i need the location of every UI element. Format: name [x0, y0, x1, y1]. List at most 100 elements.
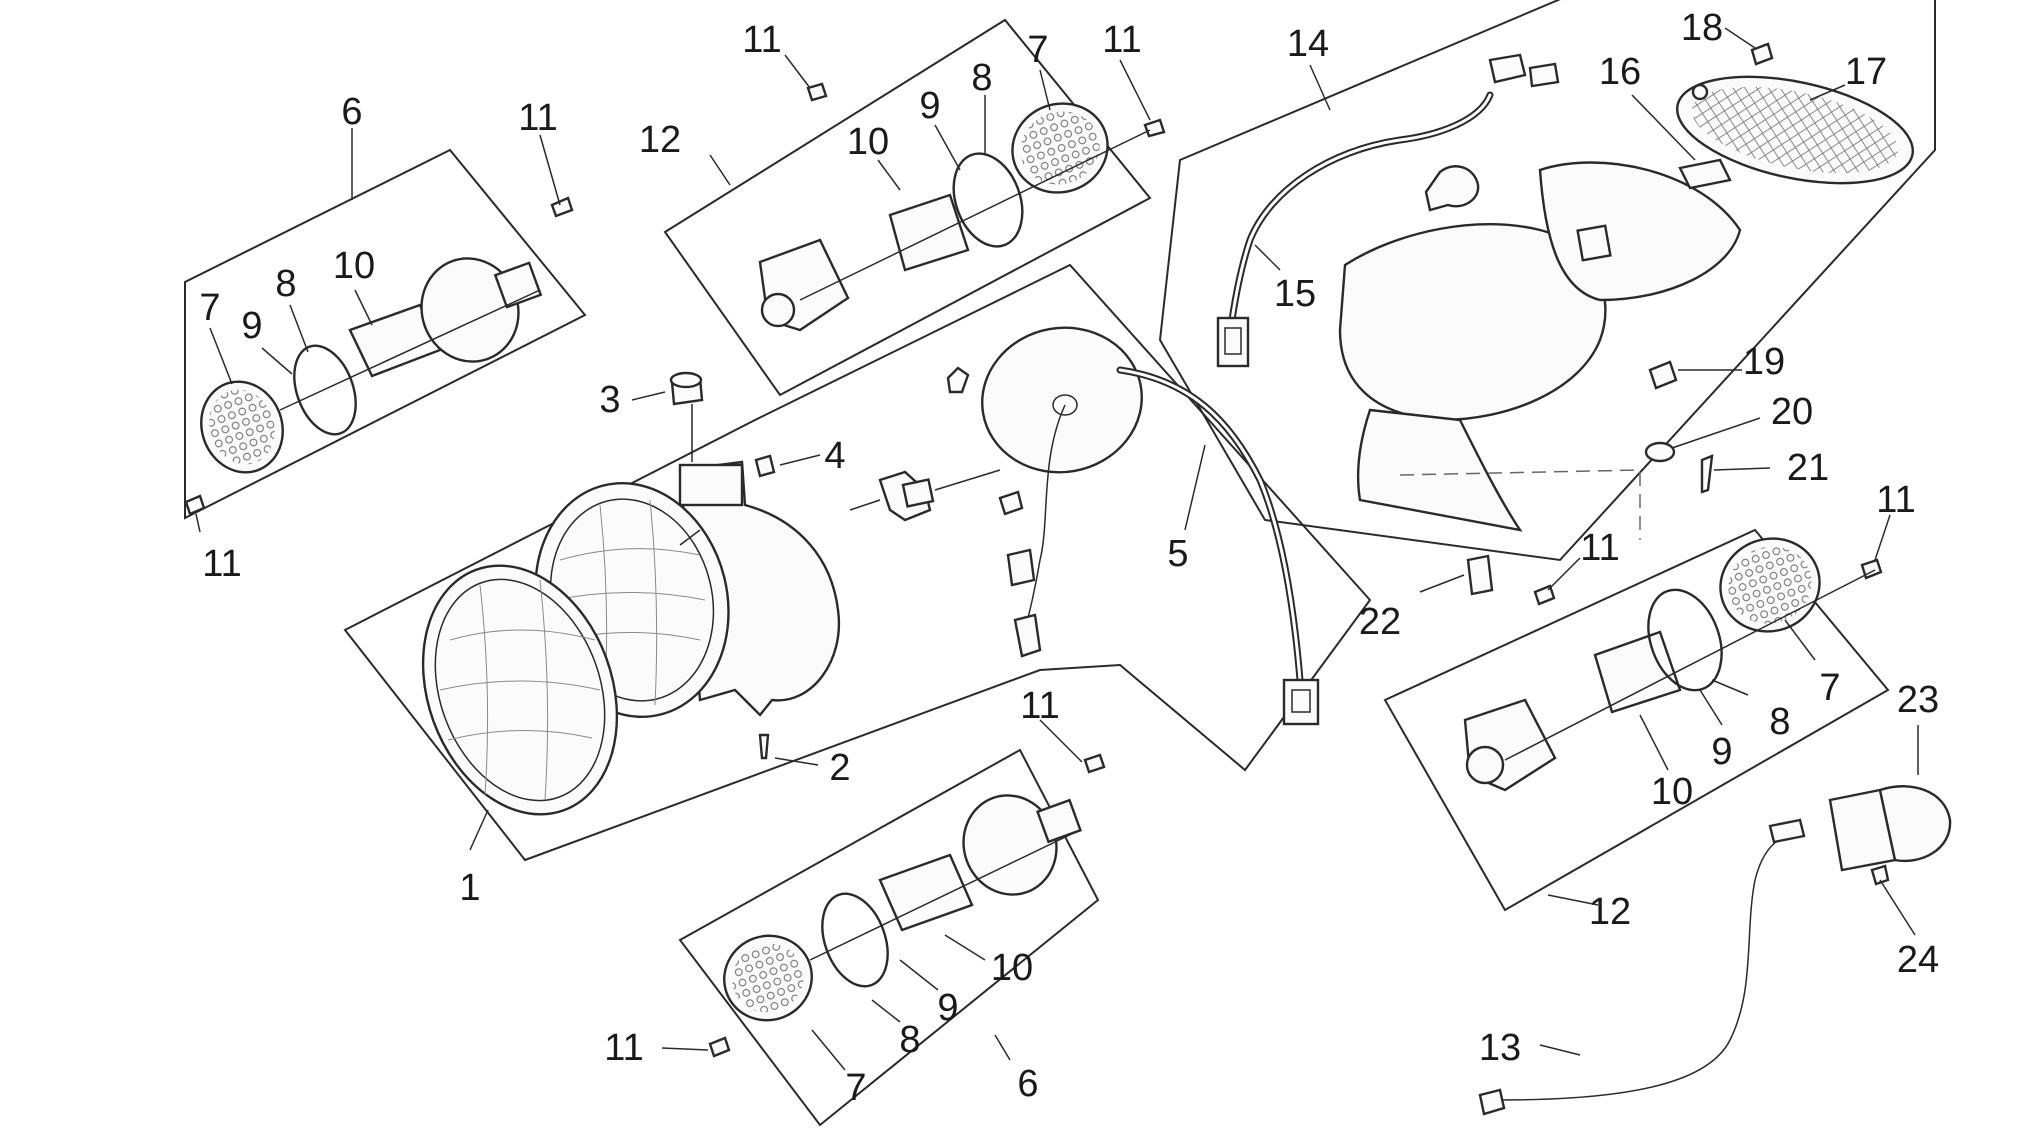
- leader-8c: [871, 999, 901, 1023]
- callout-9: 9: [919, 85, 940, 127]
- callout-9: 9: [937, 987, 958, 1029]
- callout-11: 11: [1020, 685, 1059, 727]
- parking-bulb: [1013, 613, 1042, 658]
- callout-8: 8: [899, 1019, 920, 1061]
- screw-19: [1648, 360, 1678, 390]
- tail-light-mount: [1356, 408, 1523, 532]
- callout-15: 15: [1274, 273, 1316, 315]
- harness-connector-slot: [1291, 689, 1311, 713]
- grommet-top: [669, 371, 703, 389]
- callout-2: 2: [829, 747, 850, 789]
- headlight-lens: [421, 564, 619, 816]
- callout-7: 7: [845, 1067, 866, 1109]
- tail-light-housing: [1338, 223, 1607, 422]
- frame-turn-signal-lower: [678, 748, 1100, 1127]
- frame-headlight: [343, 263, 1372, 862]
- seal-ring-left: [293, 344, 357, 436]
- bulb-connector-clip: [998, 490, 1024, 516]
- leader-8a: [289, 304, 309, 353]
- lens-lines: [439, 579, 601, 801]
- signal-lens-upper-pattern: [1020, 111, 1100, 185]
- callout-3: 3: [599, 379, 620, 421]
- dust-cover-hub: [1052, 394, 1078, 416]
- tail-light-assembly: [1216, 42, 1915, 596]
- frame-turn-signal-upper: [663, 18, 1152, 397]
- callout-12: 12: [1589, 891, 1631, 933]
- license-cable-terminal: [1478, 1088, 1506, 1116]
- callout-23: 23: [1897, 679, 1939, 721]
- upper-axis: [799, 129, 1151, 301]
- callout-14: 14: [1287, 23, 1329, 65]
- parking-bulb-lead: [1024, 404, 1066, 631]
- tail-reflector: [1538, 161, 1742, 302]
- frame-turn-signal-left: [184, 148, 587, 520]
- leader-11g: [1547, 557, 1581, 591]
- callout-18: 18: [1681, 7, 1723, 49]
- bulb-connector-tab: [946, 366, 970, 394]
- leader-9c: [899, 959, 939, 991]
- leader-12b: [1547, 894, 1599, 906]
- leader-4: [779, 454, 821, 466]
- leader-11f: [661, 1047, 709, 1051]
- callout-10: 10: [1651, 771, 1693, 813]
- signal-housing-lower: [962, 794, 1058, 896]
- mount-dashed-outline: [1399, 469, 1641, 540]
- callout-12: 12: [639, 119, 681, 161]
- screw-21: [1700, 454, 1714, 494]
- headlight-harness: [1116, 366, 1304, 684]
- turn-signal-right: [1463, 537, 1883, 792]
- license-light-assembly: [1478, 785, 1952, 1116]
- callout-10: 10: [847, 121, 889, 163]
- callout-7: 7: [1027, 29, 1048, 71]
- leader-11d: [1119, 59, 1151, 121]
- callout-7: 7: [199, 287, 220, 329]
- leader-17: [1809, 84, 1846, 101]
- callout-6: 6: [1017, 1063, 1038, 1105]
- callout-11: 11: [202, 543, 241, 585]
- right-axis: [1504, 569, 1876, 761]
- reflector-strip: [1678, 158, 1732, 190]
- leader-11b: [195, 513, 201, 533]
- signal-lens-lower-pattern: [732, 943, 804, 1013]
- leader-1: [469, 809, 489, 851]
- tail-lens-screw-hole: [1691, 83, 1709, 101]
- leader-6b: [994, 1034, 1011, 1061]
- screw-upper-left: [806, 82, 828, 102]
- callout-4: 4: [824, 435, 845, 477]
- screw-upper-right: [1143, 118, 1166, 138]
- signal-stem-left: [493, 261, 543, 309]
- license-light-lens: [1878, 785, 1952, 863]
- callout-11: 11: [1580, 527, 1619, 569]
- callout-24: 24: [1897, 939, 1939, 981]
- tail-harness-core: [1230, 93, 1492, 322]
- tail-connector-slot: [1224, 327, 1242, 355]
- leader-12a: [709, 154, 731, 186]
- bulb-socket-knob: [760, 292, 796, 328]
- callout-10: 10: [333, 245, 375, 287]
- tail-harness-terminals: [1488, 53, 1560, 88]
- callout-11: 11: [1876, 479, 1915, 521]
- bulb-socket-right-knob: [1465, 745, 1505, 785]
- callout-20: 20: [1771, 391, 1813, 433]
- leader-10c: [944, 934, 986, 961]
- leader-11c: [784, 54, 811, 89]
- leader-10b: [877, 159, 901, 191]
- tail-bulb: [1424, 165, 1480, 212]
- frame-turn-signal-right: [1383, 528, 1890, 912]
- license-cable-13: [1499, 834, 1791, 1101]
- signal-lens-right-pattern: [1728, 546, 1812, 624]
- callout-5: 5: [1167, 533, 1188, 575]
- leader-7d: [1784, 619, 1816, 661]
- lower-axis: [809, 829, 1081, 961]
- screw-left-top: [550, 196, 574, 218]
- leader-16: [1631, 94, 1696, 161]
- turn-signal-upper: [758, 82, 1166, 332]
- callout-8: 8: [275, 263, 296, 305]
- left-axis: [279, 289, 541, 411]
- callout-11: 11: [604, 1027, 643, 1069]
- leader-9d: [1699, 689, 1723, 726]
- washer-20: [1644, 441, 1676, 463]
- leader-21: [1713, 467, 1771, 471]
- leader-22: [1419, 574, 1465, 593]
